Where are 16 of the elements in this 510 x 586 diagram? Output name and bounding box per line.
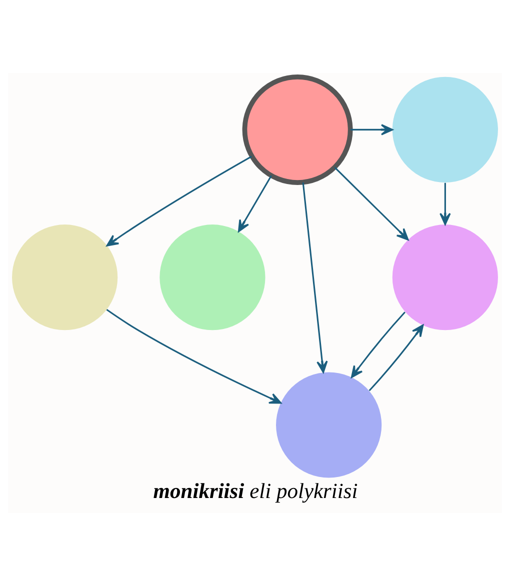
arrow [350,312,406,378]
arrow [302,182,328,374]
node-circle [242,74,353,185]
arrow [334,166,409,240]
node-circle [392,224,498,330]
arrow [368,324,424,392]
node-circle [392,76,498,182]
node-circle [276,372,382,478]
node-circle [12,224,118,330]
arrow [238,175,272,232]
caption: monikriisi eli polykriisi [153,478,358,503]
arrow [106,309,282,404]
arrow [350,124,394,136]
arrow [440,182,451,226]
node-circle [160,224,266,330]
arrow [106,156,252,246]
